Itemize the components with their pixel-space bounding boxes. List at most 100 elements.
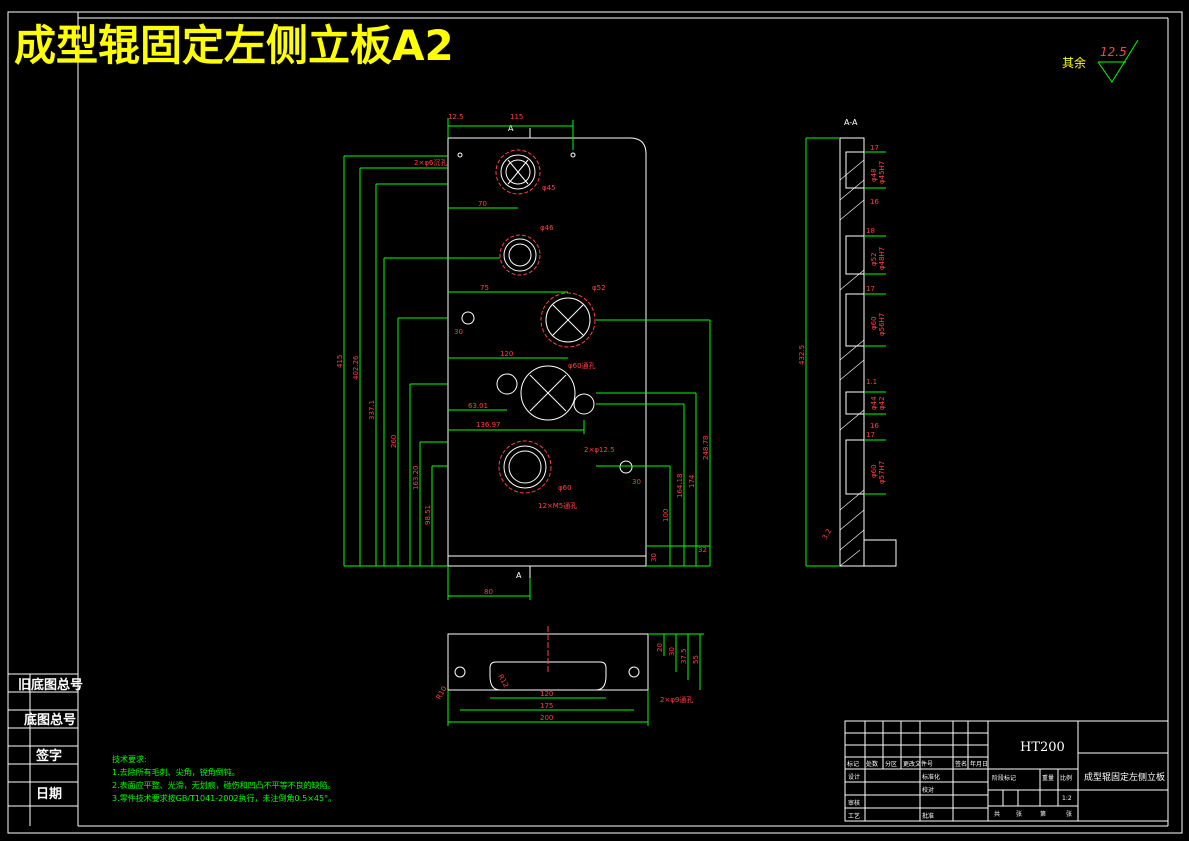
bottom-d120: 120: [540, 690, 553, 698]
dim-callout-3: 12×M5通孔: [538, 501, 577, 510]
dim-v-100: 100: [662, 509, 670, 522]
side-dia-0: φ48: [870, 168, 878, 182]
roughness-symbol: 其余 12.5: [1062, 39, 1139, 83]
side-thick-2: 16: [870, 422, 879, 430]
tech-note-1: 1.去除所有毛刺、尖角，锐角倒钝。: [112, 767, 240, 777]
side-view: A-A 432.5 16 16 3.2 φ48: [798, 118, 897, 567]
side-rough: 3.2: [821, 527, 833, 541]
dim-callout-2: 2×φ12.5: [584, 446, 615, 454]
side-depth-4: 1.1: [866, 378, 877, 386]
tb-sheet-2: 第: [1040, 810, 1046, 818]
side-depth-2: 17: [866, 431, 875, 439]
title-block: HT200 成型辊固定左侧立板 标记 处数 分区 更改文件号 签名 年月日 设计…: [844, 720, 1169, 822]
dim-v-337: 337.1: [368, 400, 376, 420]
tb-left-label-1: 标准化: [922, 773, 940, 781]
dim-h30: 30: [454, 328, 463, 336]
dim-dia-2: φ46: [540, 224, 554, 232]
side-dia-5: φ56H7: [878, 313, 886, 336]
dim-h75: 75: [480, 284, 489, 292]
side-dia-6: φ44: [870, 396, 878, 410]
dim-dia-4: φ60通孔: [568, 361, 596, 370]
left-old-base-label: 旧底图总号: [18, 677, 83, 693]
bottom-view: 120 175 200 20 30 37.5 55 R10 R12 2×φ9通孔: [435, 626, 704, 726]
bottom-r12: R12: [496, 673, 510, 689]
bore-5: [498, 440, 552, 494]
side-dia-2: φ52: [870, 252, 878, 266]
tb-row-label-3: 更改文件号: [903, 760, 933, 768]
tb-sheet-3: 张: [1066, 810, 1072, 818]
dim-v-98: 98.51: [424, 505, 432, 525]
tb-sheet-0: 共: [994, 810, 1000, 818]
dim-bottom-80: 80: [484, 588, 493, 596]
tech-notes: 技术要求: 1.去除所有毛刺、尖角，锐角倒钝。 2.表面应平整、光滑，无划痕，碰…: [112, 754, 336, 803]
side-dia-8: φ60: [870, 464, 878, 478]
tech-note-2: 2.表面应平整、光滑，无划痕，碰伤和凹凸不平等不良的缺陷。: [112, 780, 336, 790]
tb-left-label-3: 校对: [922, 786, 934, 794]
front-view: A A: [336, 113, 711, 600]
side-dia-4: φ60: [870, 316, 878, 330]
material-text: HT200: [1020, 740, 1065, 755]
dim-v-163: 163.20: [412, 466, 420, 491]
dim-h120: 120: [500, 350, 513, 358]
side-depth-0: 18: [866, 227, 875, 235]
dim-v-248: 248.78: [702, 436, 710, 461]
dim-right-32: 32: [698, 546, 707, 554]
dim-top-span: 115: [510, 113, 523, 121]
drawing-title: 成型辊固定左侧立板A2: [14, 21, 454, 70]
tb-stage-2: 比例: [1060, 774, 1072, 782]
tb-scale: 1:2: [1062, 795, 1072, 802]
tb-row-label-2: 分区: [885, 760, 897, 768]
dim-dia-1: φ45: [542, 184, 556, 192]
roughness-label: 其余: [1062, 55, 1086, 70]
bore-3: [540, 292, 596, 348]
left-revision-panel: 旧底图总号 底图总号 签字 日期: [8, 673, 83, 826]
side-dia-3: φ48H7: [878, 247, 886, 270]
dim-v-30: 30: [650, 553, 658, 562]
tb-sheet-1: 张: [1016, 810, 1022, 818]
left-sign-label: 签字: [35, 748, 62, 764]
tb-row-label-4: 签名: [955, 760, 967, 768]
side-total: 432.5: [798, 345, 806, 365]
dim-v-164: 164.18: [676, 474, 684, 499]
side-depth-3: 17: [870, 144, 879, 152]
dim-v-260: 260: [390, 435, 398, 448]
tb-row-label-0: 标记: [847, 760, 859, 768]
tech-note-3: 3.零件技术要求按GB/T1041-2002执行，未注倒角0.5×45°。: [112, 793, 336, 803]
dim-callout-1: 2×φ6沉孔: [414, 159, 447, 167]
dim-h70: 70: [478, 200, 487, 208]
tb-stage-1: 重量: [1042, 774, 1054, 782]
dim-h63: 63.01: [468, 402, 488, 410]
tb-left-label-5: 批准: [922, 812, 934, 820]
bore-2: [499, 234, 541, 276]
bottom-callout: 2×φ9通孔: [660, 695, 693, 704]
side-dia-1: φ45H7: [878, 161, 886, 184]
roughness-value: 12.5: [1100, 45, 1127, 59]
bore-4: [496, 365, 595, 421]
tb-row-label-1: 处数: [866, 760, 878, 768]
bottom-h55: 55: [692, 655, 700, 664]
tb-left-label-0: 设计: [848, 773, 860, 781]
bore-1: [495, 149, 541, 195]
dim-v-402: 402.26: [352, 355, 360, 380]
bottom-d175: 175: [540, 702, 553, 710]
dim-dia-3: φ52: [592, 284, 606, 292]
dim-dia-5: φ60: [558, 484, 572, 492]
part-name-text: 成型辊固定左侧立板: [1084, 771, 1165, 783]
side-dia-7: φ42: [878, 396, 886, 410]
tb-left-label-4: 工艺: [848, 812, 860, 820]
outer-frame: [7, 11, 1183, 834]
section-mark-top: A: [508, 124, 514, 133]
section-label: A-A: [844, 118, 858, 127]
left-date-label: 日期: [36, 787, 62, 802]
side-depth-1: 17: [866, 285, 875, 293]
bottom-h30: 30: [668, 647, 676, 656]
dim-v-415: 415: [336, 355, 344, 368]
left-base-label: 底图总号: [24, 712, 76, 728]
bottom-r10: R10: [435, 685, 449, 701]
tech-notes-heading: 技术要求:: [112, 754, 147, 764]
dim-h30b: 30: [632, 478, 641, 486]
side-thick-1: 16: [870, 198, 879, 206]
tb-left-label-2: 审核: [848, 799, 860, 807]
dim-h136: 136.97: [476, 421, 501, 429]
